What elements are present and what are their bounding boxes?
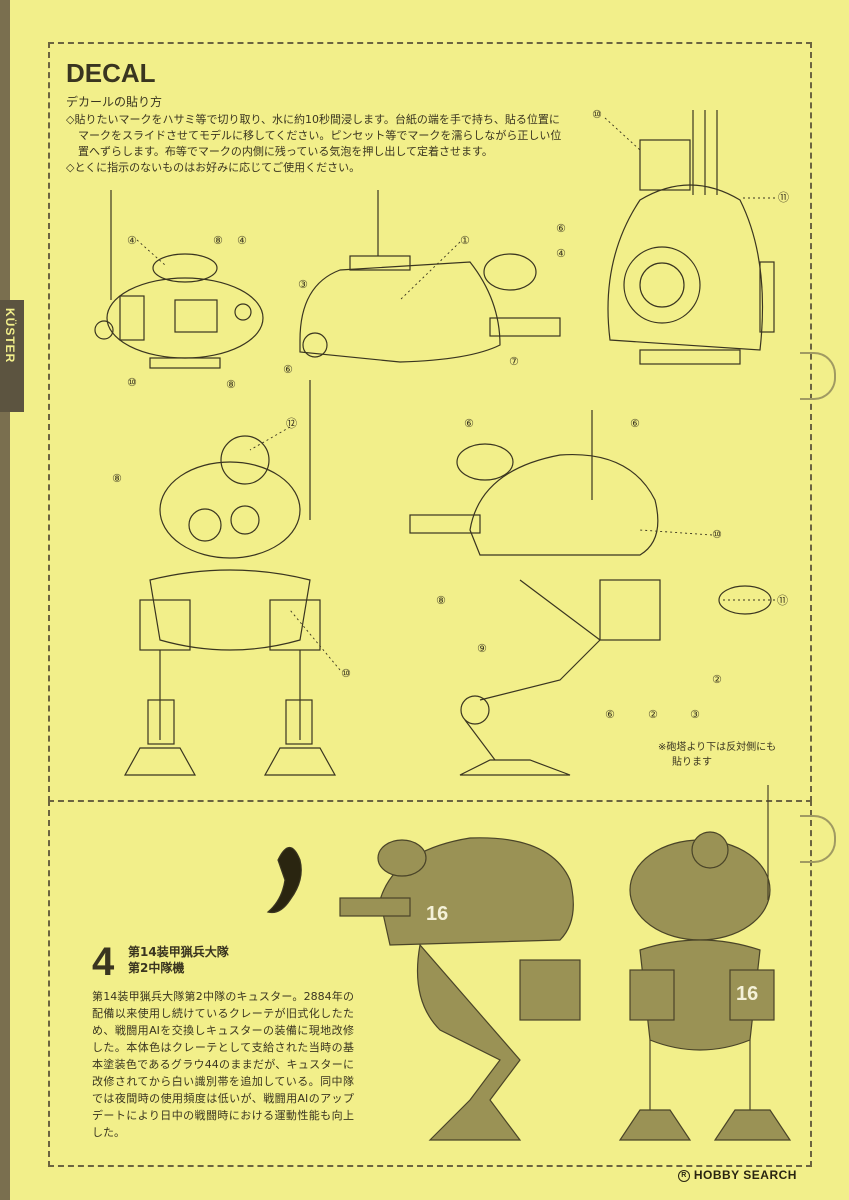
decal-note: ※砲塔より下は反対側にも 貼ります [658, 740, 776, 770]
model-marking-number: 16 [426, 903, 448, 925]
callout-12: ⑫ [286, 417, 297, 430]
decal-title: DECAL [66, 58, 156, 88]
binder-hole [800, 815, 836, 863]
side-tab-label: KÜSTER [3, 308, 17, 364]
callout-8: ⑧ [213, 234, 223, 247]
callout-8: ⑧ [436, 594, 446, 607]
scheme-number: 4 [92, 940, 115, 984]
watermark: R HOBBY SEARCH [678, 1168, 797, 1182]
watermark-text: HOBBY SEARCH [693, 1168, 797, 1182]
callout-4: ④ [127, 234, 137, 247]
callout-9: ⑨ [477, 642, 487, 655]
side-tab: KÜSTER [0, 300, 24, 412]
callout-4: ④ [237, 234, 247, 247]
scheme-description: 第14装甲猟兵大隊第2中隊のキュスター。2884年の配備以来使用し続けているクレ… [92, 990, 354, 1139]
instruction-item: ◇貼りたいマークをハサミ等で切り取り、水に約10秒間浸します。台紙の端を手で持ち… [66, 113, 562, 158]
callout-8: ⑧ [112, 472, 122, 485]
callout-6: ⑥ [556, 222, 566, 235]
turret-top-view [94, 190, 264, 369]
body-rear-view [607, 110, 775, 365]
model-marking-number: 16 [736, 983, 758, 1005]
callout-2: ② [712, 673, 722, 686]
callout-7: ⑦ [509, 355, 519, 368]
model-side-photo [339, 837, 581, 1141]
callout-1: ① [460, 234, 470, 247]
registered-mark-icon: R [678, 1169, 690, 1182]
callout-11: ⑪ [778, 191, 789, 204]
decal-instructions: ◇貼りたいマークをハサミ等で切り取り、水に約10秒間浸します。台紙の端を手で持ち… [66, 112, 566, 176]
side-full-view [409, 410, 772, 776]
callout-10: ⑩ [592, 108, 602, 121]
turret-side-view [299, 190, 561, 363]
callout-6: ⑥ [630, 417, 640, 430]
callout-3: ③ [690, 708, 700, 721]
unit-line: 第14装甲猟兵大隊 [128, 945, 229, 959]
callout-3: ③ [298, 278, 308, 291]
instruction-item: ◇とくに指示のないものはお好みに応じてご使用ください。 [66, 161, 361, 174]
callout-11: ⑪ [777, 594, 788, 607]
model-front-photo [618, 785, 792, 1141]
unit-line: 第2中隊機 [128, 961, 185, 975]
callout-2: ② [648, 708, 658, 721]
callout-4: ④ [556, 247, 566, 260]
callout-6: ⑥ [464, 417, 474, 430]
unit-emblem [266, 846, 302, 914]
decal-subtitle: デカールの貼り方 [66, 95, 163, 109]
callout-6: ⑥ [605, 708, 615, 721]
callout-10: ⑩ [712, 528, 722, 541]
binder-hole [800, 352, 836, 400]
note-line: ※砲塔より下は反対側にも [658, 742, 777, 753]
scheme-unit: 第14装甲猟兵大隊 第2中隊機 [128, 944, 229, 976]
front-full-view [123, 380, 337, 776]
callout-10: ⑩ [341, 667, 351, 680]
callout-10: ⑩ [127, 376, 137, 389]
decal-instructions-panel [48, 42, 812, 802]
callout-8: ⑧ [226, 378, 236, 391]
note-line: 貼ります [672, 757, 712, 768]
left-margin-band [0, 0, 10, 1200]
marking-scheme-panel [48, 800, 812, 1167]
callout-leaders [136, 117, 775, 671]
callout-6: ⑥ [283, 363, 293, 376]
